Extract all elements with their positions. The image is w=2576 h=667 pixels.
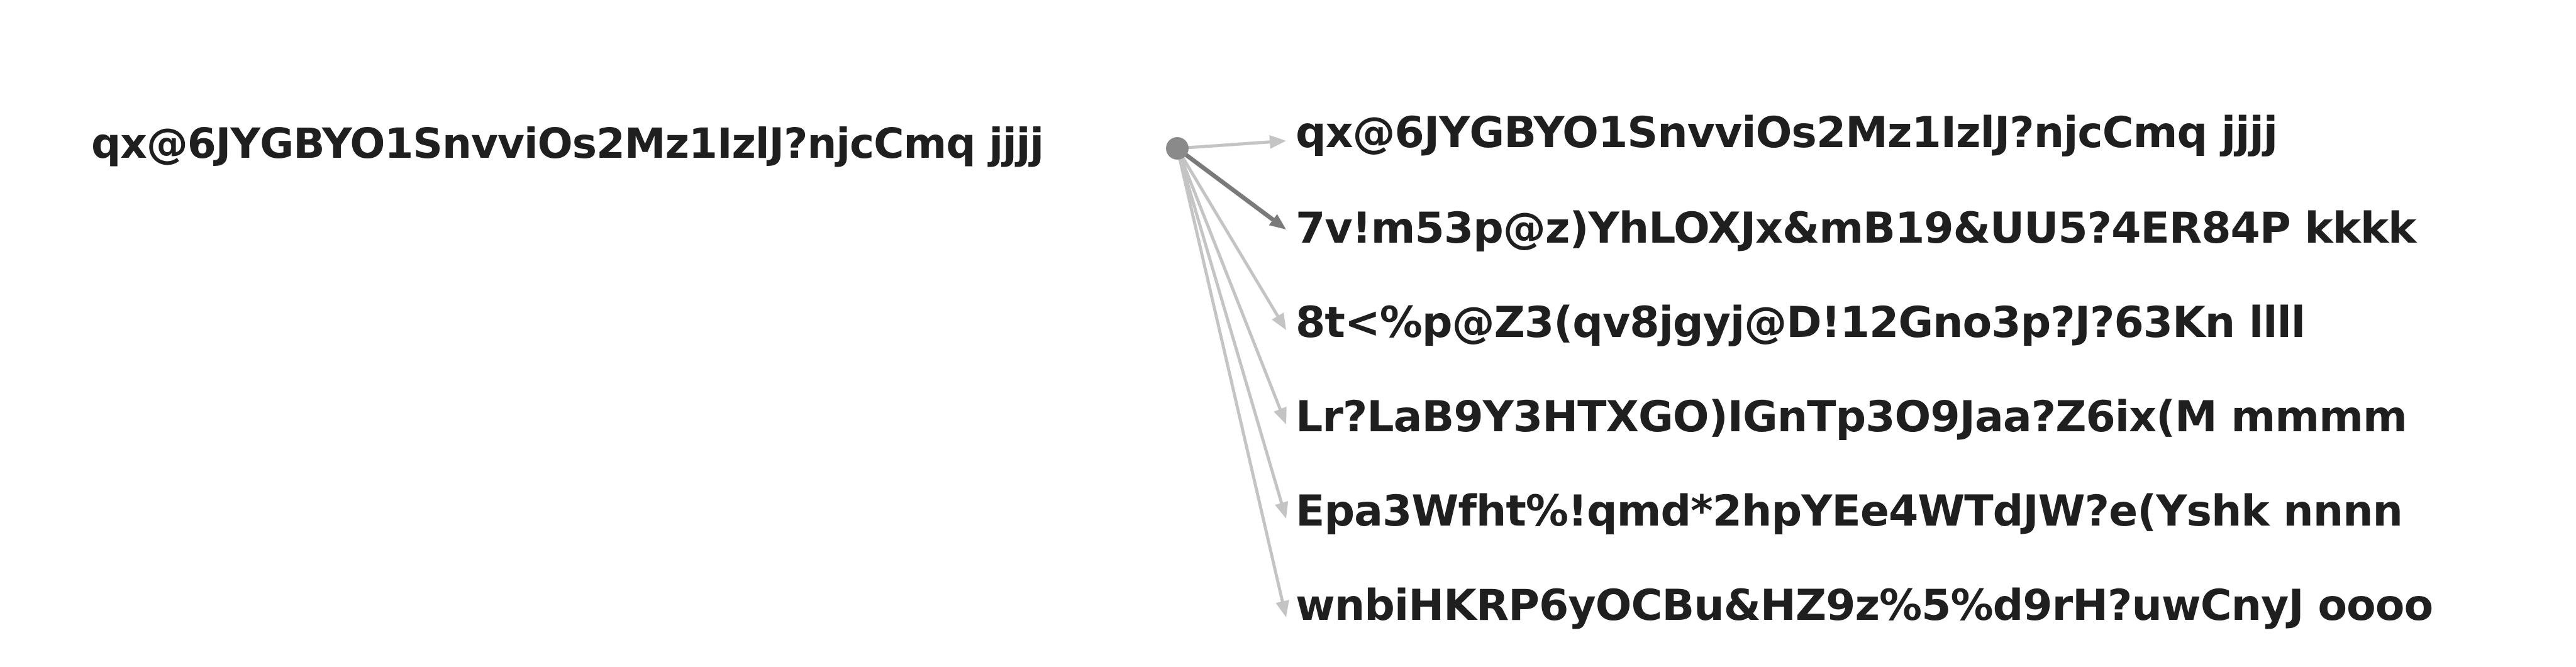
child-node-label: qx@6JYGBYO1SnvviOs2Mz1IzlJ?njcCmq jjjj: [1296, 108, 2278, 158]
edge-line: [1175, 146, 1282, 321]
edge-arrowhead: [1275, 500, 1289, 519]
edge-line: [1175, 146, 1279, 224]
child-node-label: wnbiHKRP6yOCBu&HZ9z%5%d9rH?uwCnyJ oooo: [1296, 581, 2433, 631]
child-node-label: 8t<%p@Z3(qv8jgyj@D!12Gno3p?J?63Kn llll: [1296, 298, 2306, 348]
edge-arrowhead: [1269, 135, 1286, 149]
root-node-dot: [1166, 137, 1189, 160]
edge-arrowhead: [1274, 406, 1287, 424]
edge-line: [1175, 146, 1285, 607]
child-node-label: Epa3Wfht%!qmd*2hpYEe4WTdJW?e(Yshk nnnn: [1296, 487, 2403, 536]
child-node-label: Lr?LaB9Y3HTXGO)IGnTp3O9Jaa?Z6ix(M mmmm: [1296, 392, 2407, 442]
edge-line: [1175, 146, 1284, 414]
root-node-label: qx@6JYGBYO1SnvviOs2Mz1IzlJ?njcCmq jjjj: [91, 119, 1044, 168]
edge-arrowhead: [1275, 600, 1289, 617]
edge-arrowhead: [1272, 312, 1286, 330]
edge-arrowhead: [1269, 214, 1286, 229]
edge-line: [1175, 146, 1284, 509]
child-node-label: 7v!m53p@z)YhLOXJx&mB19&UU5?4ER84P kkkk: [1296, 204, 2416, 253]
edge-line: [1175, 140, 1275, 150]
